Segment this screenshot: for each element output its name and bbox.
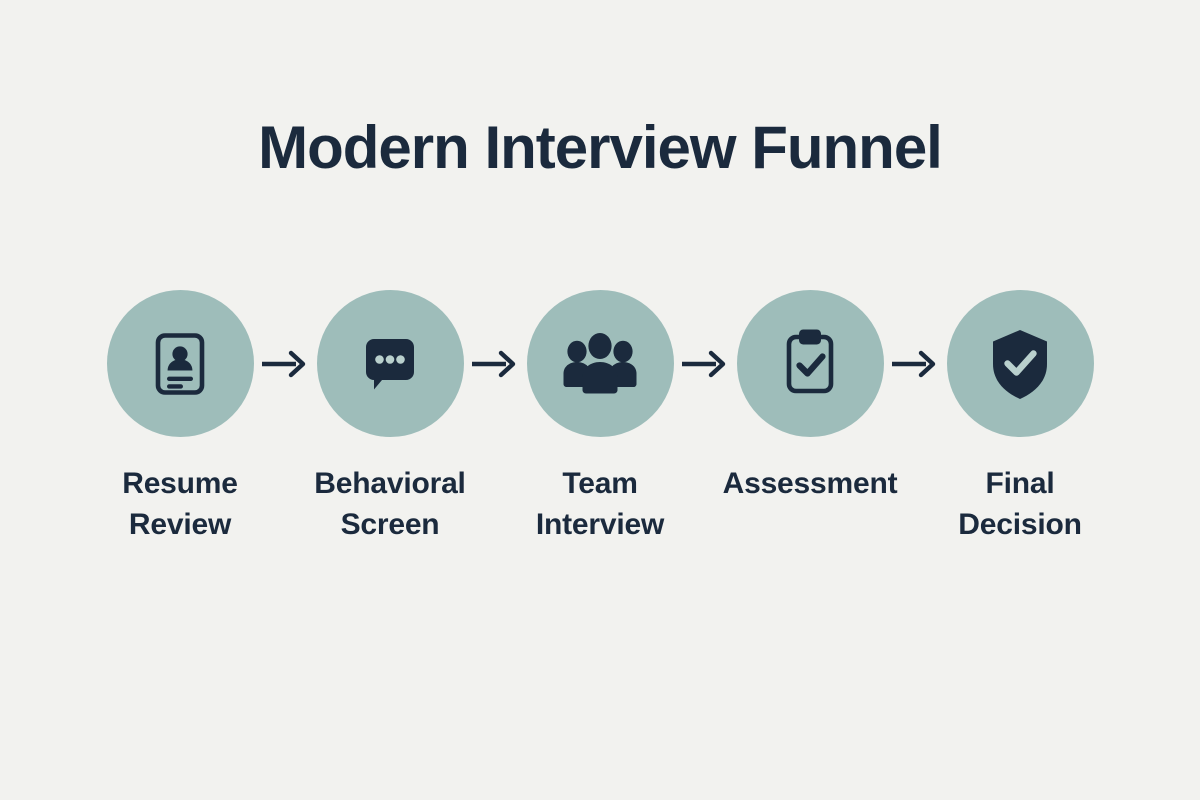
funnel-stage-label: Final Decision bbox=[958, 467, 1082, 541]
funnel-stage-resume-review[interactable]: Resume Review bbox=[106, 290, 254, 545]
flow-connector-3 bbox=[674, 290, 737, 437]
funnel-stage-behavioral-screen[interactable]: Behavioral Screen bbox=[314, 290, 466, 545]
funnel-stage-label: Behavioral Screen bbox=[314, 467, 466, 541]
arrow-right-icon bbox=[470, 348, 520, 380]
arrow-right-icon bbox=[890, 348, 940, 380]
page-title: Modern Interview Funnel bbox=[258, 114, 943, 181]
funnel-stage-assessment[interactable]: Assessment bbox=[723, 290, 898, 504]
stage-icon-badge bbox=[946, 290, 1094, 437]
interview-funnel-flow: Resume Review bbox=[86, 290, 1114, 550]
stage-icon-badge bbox=[106, 290, 254, 437]
arrow-right-icon bbox=[260, 348, 310, 380]
funnel-stage-label: Assessment bbox=[722, 467, 898, 500]
arrow-right-icon bbox=[680, 348, 730, 380]
funnel-stage-team-interview[interactable]: Team Interview bbox=[526, 290, 674, 545]
resume-card-icon bbox=[143, 327, 217, 401]
stage-icon-badge bbox=[526, 290, 674, 437]
people-group-icon bbox=[558, 328, 642, 400]
stage-icon-badge bbox=[736, 290, 884, 437]
shield-check-icon bbox=[982, 324, 1058, 404]
funnel-stage-label: Resume Review bbox=[122, 467, 238, 541]
speech-bubble-icon bbox=[352, 326, 428, 402]
flow-connector-2 bbox=[464, 290, 527, 437]
funnel-stage-label: Team Interview bbox=[535, 467, 665, 541]
funnel-stage-final-decision[interactable]: Final Decision bbox=[946, 290, 1094, 545]
stage-icon-badge bbox=[316, 290, 464, 437]
clipboard-check-icon bbox=[772, 325, 848, 403]
flow-connector-1 bbox=[254, 290, 317, 437]
flow-connector-4 bbox=[884, 290, 947, 437]
